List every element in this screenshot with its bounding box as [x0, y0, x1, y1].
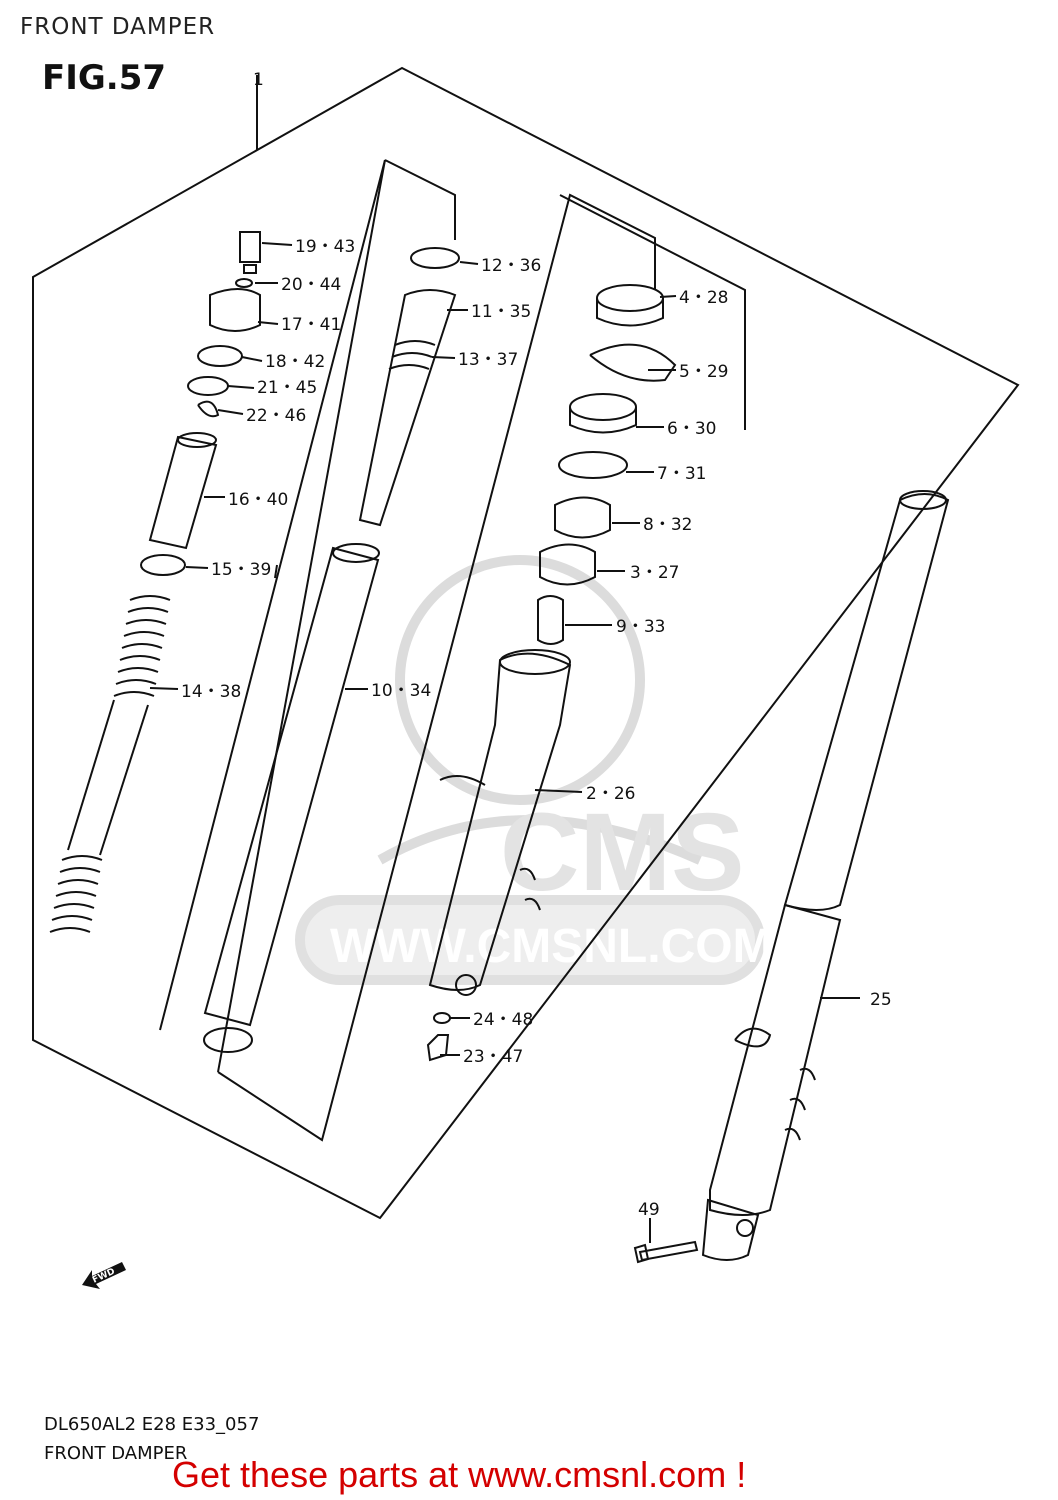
callout-19-43: 19・43	[295, 237, 355, 257]
oil-seal	[569, 393, 637, 421]
callout-24-48: 24・48	[473, 1010, 533, 1030]
footer-caption: FRONT DAMPER	[44, 1443, 188, 1464]
callout-11-35: 11・35	[471, 302, 531, 322]
forward-arrow-icon: FWD	[82, 1262, 126, 1289]
callout-1: 1	[253, 70, 264, 90]
watermark	[295, 555, 765, 985]
callout-49: 49	[638, 1200, 660, 1220]
damper-rod	[358, 289, 457, 527]
inner-tube	[203, 546, 380, 1027]
callout-14-38: 14・38	[181, 682, 241, 702]
watermark-brand: CMS	[500, 791, 744, 914]
washer-24	[433, 1012, 451, 1024]
callout-4-28: 4・28	[679, 288, 728, 308]
assembly-boundary	[32, 66, 1020, 1220]
callout-21-45: 21・45	[257, 378, 317, 398]
callout-5-29: 5・29	[679, 362, 728, 382]
callout-3-27: 3・27	[630, 563, 679, 583]
callout-15-39: 15・39	[211, 560, 271, 580]
bolt-23	[426, 1034, 450, 1062]
watermark-url: WWW.CMSNL.COM	[330, 920, 773, 973]
promo-link[interactable]: Get these parts at www.cmsnl.com !	[172, 1454, 747, 1495]
callout-18-42: 18・42	[265, 352, 325, 372]
o-ring	[197, 345, 243, 367]
adjuster-screw	[239, 231, 261, 274]
model-code: DL650AL2 E28 E33_057	[44, 1414, 260, 1435]
callout-25: 25	[870, 990, 892, 1010]
callout-9-33: 9・33	[616, 617, 665, 637]
oil-lock-piece	[537, 595, 564, 645]
callout-17-41: 17・41	[281, 315, 341, 335]
spring-washer	[140, 554, 186, 576]
callout-2-26: 2・26	[586, 784, 635, 804]
front-fork-assembly	[783, 493, 950, 911]
seal-washer	[558, 451, 628, 479]
dust-seal	[596, 284, 664, 312]
clip	[197, 400, 220, 418]
callout-8-32: 8・32	[643, 515, 692, 535]
callout-16-40: 16・40	[228, 490, 288, 510]
callout-6-30: 6・30	[667, 419, 716, 439]
fork-spring	[49, 595, 171, 933]
washer	[187, 376, 229, 396]
callout-10-34: 10・34	[371, 681, 431, 701]
outer-tube-left	[428, 652, 572, 991]
callout-7-31: 7・31	[657, 464, 706, 484]
cap-bolt	[209, 288, 261, 332]
guide-bushing	[554, 496, 611, 539]
seal-panel	[559, 194, 746, 430]
guide-ring	[410, 247, 460, 269]
callout-13-37: 13・37	[458, 350, 518, 370]
figure-label: FIG.57	[42, 58, 167, 98]
slide-bushing	[539, 543, 596, 586]
spacer-tube	[148, 435, 218, 550]
callout-22-46: 22・46	[246, 406, 306, 426]
damper-rod-panel	[159, 159, 456, 1031]
bolt-49	[633, 1240, 699, 1264]
seal-clip	[589, 343, 677, 382]
inner-tube-panel	[217, 159, 656, 1142]
callout-20-44: 20・44	[281, 275, 341, 295]
fwd-label: FWD	[91, 1267, 117, 1286]
callout-12-36: 12・36	[481, 256, 541, 276]
page-header-title: FRONT DAMPER	[20, 14, 216, 40]
rebound-spring	[388, 340, 436, 370]
o-ring-small	[235, 278, 253, 288]
callout-23-47: 23・47	[463, 1047, 523, 1067]
